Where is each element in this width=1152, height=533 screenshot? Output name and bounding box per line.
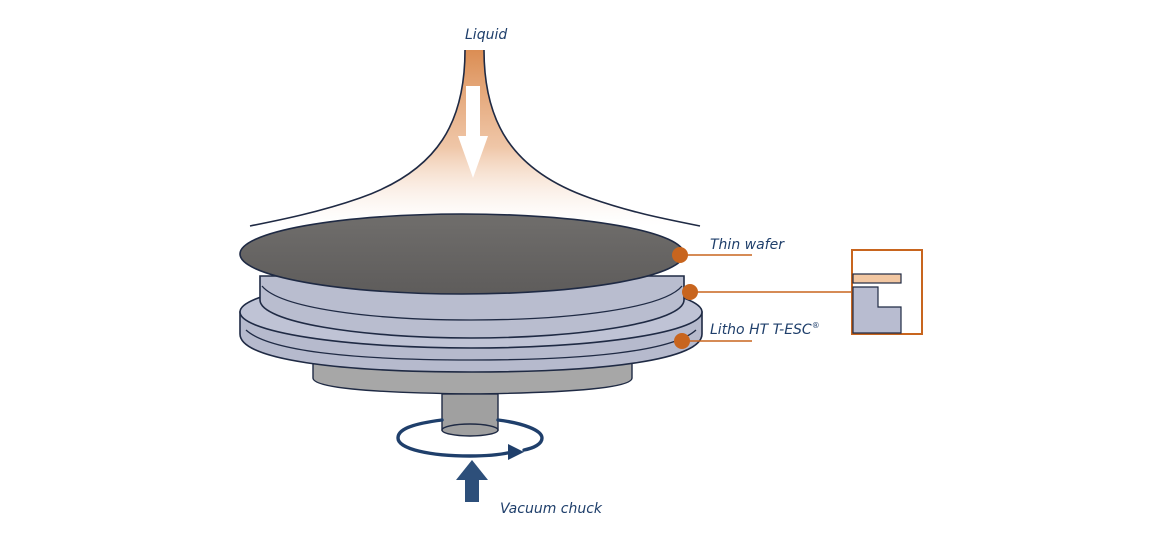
label-vacuum-chuck: Vacuum chuck — [500, 501, 603, 517]
label-litho-esc-mark: ® — [812, 321, 820, 330]
callout-litho-esc — [674, 333, 752, 349]
inset-chuck-profile — [852, 286, 902, 334]
liquid-stream-left-edge — [249, 49, 466, 227]
label-litho-esc: Litho HT T-ESC® — [710, 321, 820, 338]
callout-thin-wafer — [672, 247, 752, 263]
label-liquid: Liquid — [465, 27, 507, 43]
callout-chuck-edge — [682, 284, 852, 300]
label-thin-wafer: Thin wafer — [710, 237, 785, 253]
inset-wafer-layer — [852, 273, 902, 284]
spindle-shaft — [441, 393, 499, 437]
up-arrow-icon — [456, 460, 488, 502]
liquid-stream-right-edge — [483, 49, 701, 227]
label-litho-esc-name: Litho HT T-ESC — [710, 322, 812, 338]
rotation-arrow-icon — [396, 418, 544, 460]
down-arrow-icon — [458, 86, 488, 178]
chuck-upper-disc — [259, 275, 685, 339]
thin-wafer — [239, 213, 685, 295]
cross-section-inset — [851, 249, 923, 335]
liquid-flow — [249, 49, 701, 227]
